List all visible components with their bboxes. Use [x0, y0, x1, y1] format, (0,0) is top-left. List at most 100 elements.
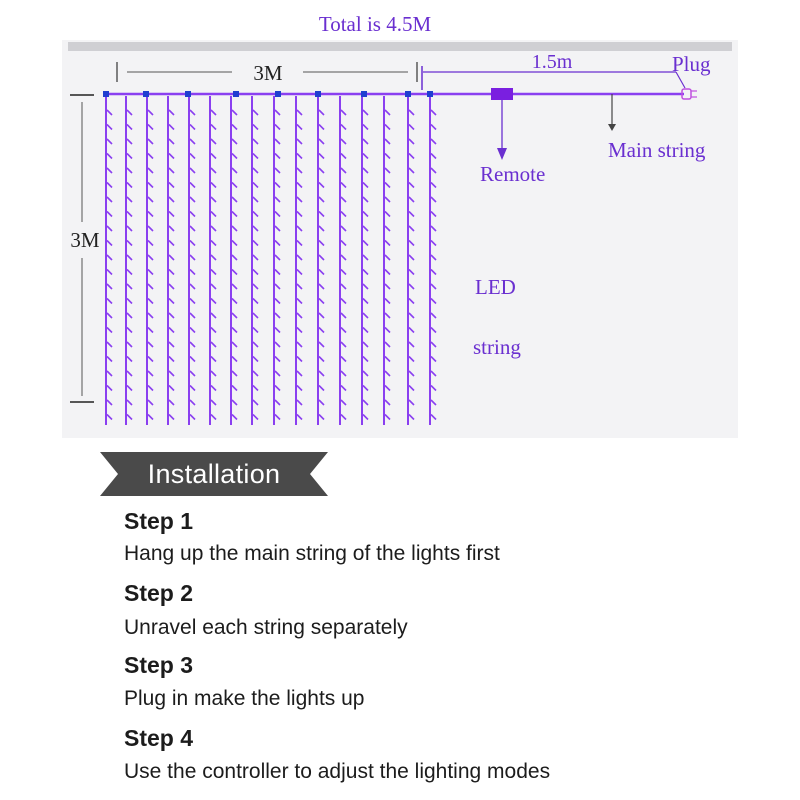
led-bulb: [231, 138, 238, 145]
led-bulb: [210, 181, 217, 189]
led-bulb: [210, 210, 217, 218]
led-bulb: [408, 138, 415, 145]
led-bulb: [210, 123, 217, 131]
led-bulb: [252, 210, 259, 218]
led-bulb: [340, 355, 347, 363]
led-bulb: [168, 109, 175, 116]
led-bulb: [430, 283, 437, 290]
led-bulb: [231, 123, 238, 131]
led-bulb: [340, 138, 347, 145]
led-bulb: [384, 152, 391, 160]
led-bulb: [147, 254, 154, 261]
led-bulb: [168, 181, 175, 189]
led-bulb: [340, 341, 347, 348]
led-bulb: [340, 370, 347, 377]
led-bulb: [106, 239, 113, 247]
led-bulb: [274, 138, 281, 145]
led-bulb: [147, 181, 154, 189]
step-1-text: Hang up the main string of the lights fi…: [124, 542, 500, 565]
led-bulb: [252, 225, 259, 232]
led-bulb: [274, 297, 281, 305]
string-connector: [103, 91, 109, 97]
light-strings: [105, 96, 437, 425]
led-bulb: [168, 254, 175, 261]
led-bulb: [189, 167, 196, 174]
curtain-light-diagram: Total is 4.5M 3M 1.5m Plug 3M Remote Mai…: [68, 12, 732, 425]
led-bulb: [252, 399, 259, 406]
led-bulb: [362, 326, 369, 334]
led-bulb: [296, 413, 303, 421]
led-bulb: [210, 283, 217, 290]
led-bulb: [318, 355, 325, 363]
led-bulb: [318, 413, 325, 421]
led-bulb: [408, 239, 415, 247]
led-bulb: [106, 167, 113, 174]
led-bulb: [274, 109, 281, 116]
led-bulb: [106, 109, 113, 116]
led-bulb: [126, 181, 133, 189]
led-bulb: [126, 239, 133, 247]
cable-length-label: 1.5m: [532, 51, 573, 73]
led-bulb: [274, 283, 281, 290]
led-bulb: [384, 297, 391, 305]
led-bulb: [210, 355, 217, 363]
led-bulb: [318, 399, 325, 406]
plug-icon: [681, 88, 697, 100]
led-bulb: [106, 210, 113, 218]
led-bulb: [231, 355, 238, 363]
led-bulb: [340, 326, 347, 334]
led-bulb: [384, 413, 391, 421]
led-bulb: [318, 239, 325, 247]
led-bulb: [340, 167, 347, 174]
led-bulb: [296, 167, 303, 174]
step-3-title: Step 3: [124, 652, 194, 678]
led-bulb: [231, 326, 238, 334]
led-bulb: [168, 138, 175, 145]
led-bulb: [340, 297, 347, 305]
led-bulb: [106, 355, 113, 363]
led-bulb: [318, 210, 325, 218]
led-bulb: [296, 239, 303, 247]
led-bulb: [340, 283, 347, 290]
led-bulb: [252, 167, 259, 174]
led-bulb: [168, 239, 175, 247]
led-bulb: [296, 341, 303, 348]
led-bulb: [231, 225, 238, 232]
led-bulb: [106, 326, 113, 334]
led-bulb: [210, 138, 217, 145]
led-bulb: [318, 254, 325, 261]
led-bulb: [126, 138, 133, 145]
led-bulb: [318, 326, 325, 334]
string-connector: [427, 91, 433, 97]
led-bulb: [430, 268, 437, 276]
led-bulb: [384, 138, 391, 145]
led-bulb: [408, 123, 415, 131]
led-bulb: [147, 341, 154, 348]
led-bulb: [168, 399, 175, 406]
led-bulb: [106, 297, 113, 305]
led-bulb: [384, 326, 391, 334]
installation-heading: Installation: [147, 459, 281, 489]
led-bulb: [147, 355, 154, 363]
led-bulb: [430, 326, 437, 334]
led-bulb: [362, 239, 369, 247]
led-bulb: [106, 225, 113, 232]
led-bulb: [318, 268, 325, 276]
led-bulb: [106, 123, 113, 131]
led-bulb: [430, 413, 437, 421]
diagram-background: [62, 40, 738, 438]
led-bulb: [408, 413, 415, 421]
led-bulb: [296, 297, 303, 305]
led-bulb: [106, 399, 113, 406]
led-bulb: [168, 384, 175, 392]
led-bulb: [147, 297, 154, 305]
led-bulb: [318, 123, 325, 131]
step-4-text: Use the controller to adjust the lightin…: [124, 760, 551, 783]
led-bulb: [408, 167, 415, 174]
led-bulb: [168, 225, 175, 232]
led-bulb: [252, 239, 259, 247]
led-bulb: [168, 341, 175, 348]
led-bulb: [189, 181, 196, 189]
led-bulb: [126, 210, 133, 218]
string-connector: [185, 91, 191, 97]
